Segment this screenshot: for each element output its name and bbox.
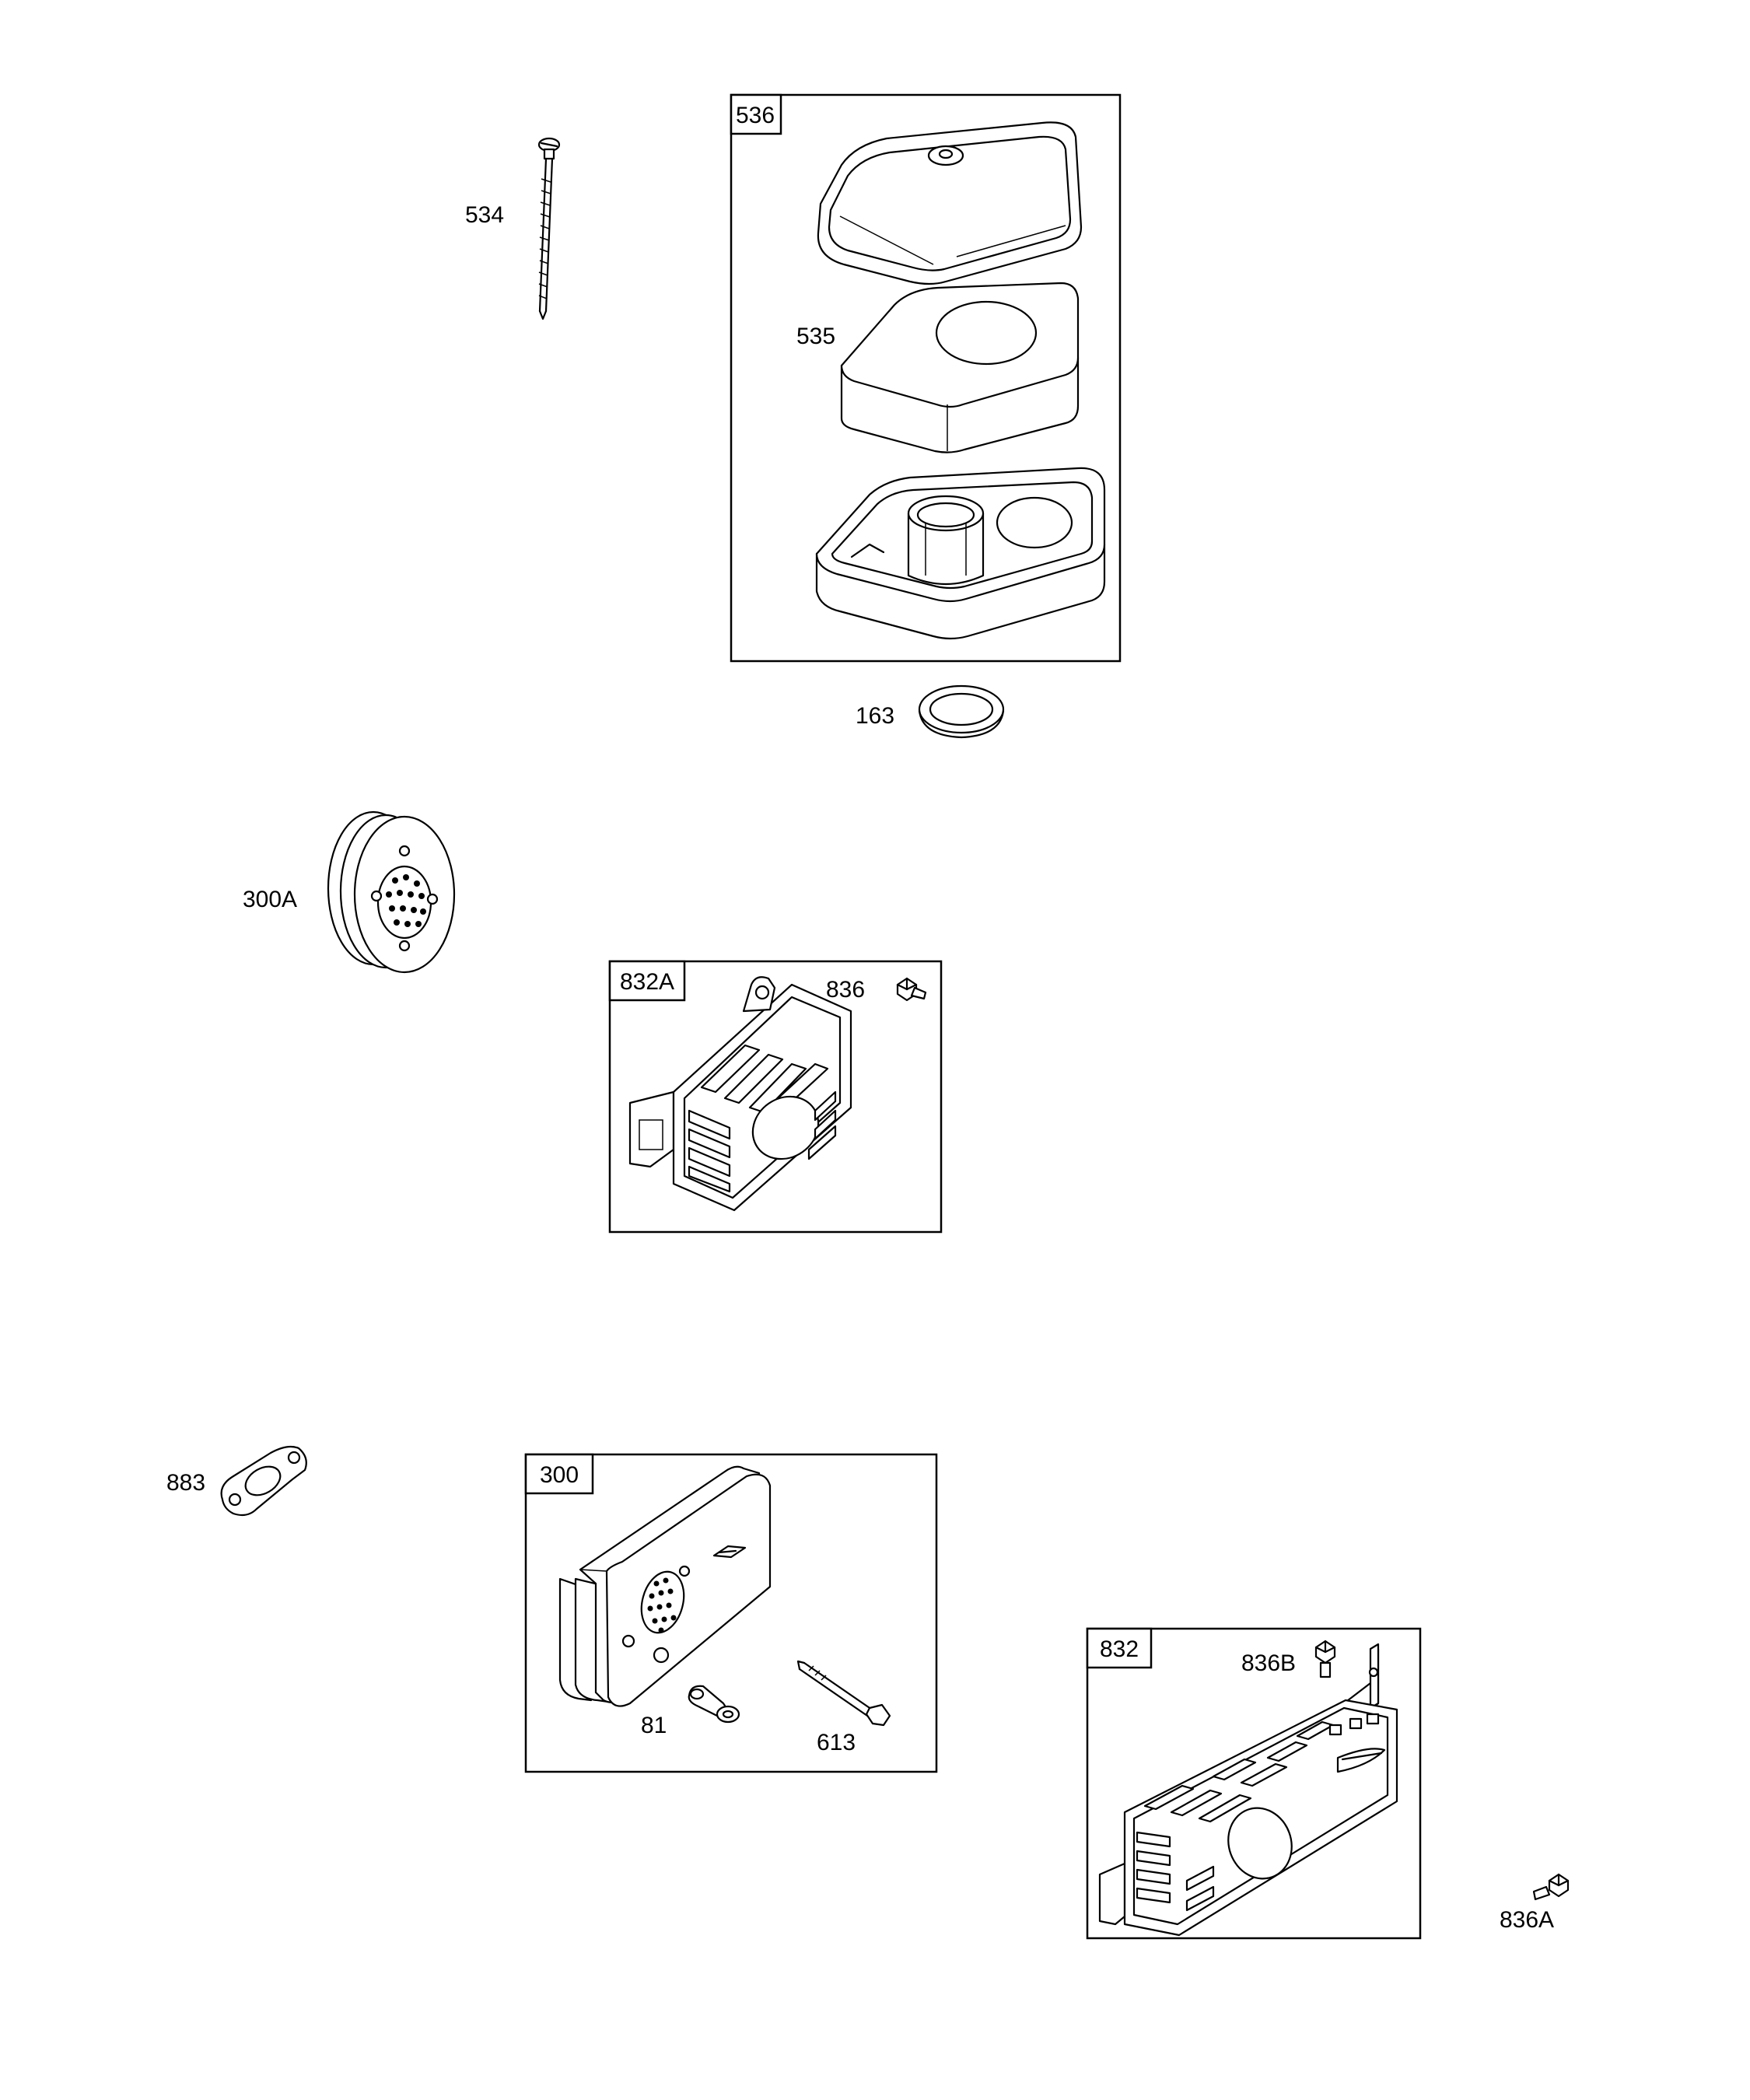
muffler-icon[interactable] (558, 1465, 772, 1707)
screw-icon[interactable] (896, 977, 927, 1002)
screw-icon[interactable] (688, 1685, 740, 1724)
assembly-box-300 (524, 1453, 938, 1773)
muffler-icon[interactable] (327, 810, 456, 974)
muffler-guard-icon[interactable] (628, 976, 852, 1212)
part-label-832A: 832A (620, 969, 674, 995)
part-label-535: 535 (796, 324, 835, 349)
long-bolt-icon[interactable] (796, 1660, 891, 1727)
part-label-883: 883 (166, 1470, 205, 1496)
part-label-836A: 836A (1500, 1907, 1554, 1933)
part-label-536: 536 (736, 103, 775, 128)
gasket-ring-icon[interactable] (918, 684, 1005, 739)
air-cleaner-base-icon[interactable] (815, 467, 1106, 640)
part-label-300A: 300A (243, 887, 297, 912)
part-label-832: 832 (1100, 1636, 1139, 1662)
part-label-163: 163 (856, 703, 894, 729)
assembly-tag-300 (524, 1453, 594, 1495)
part-label-300: 300 (540, 1462, 579, 1488)
assembly-tag-832 (1086, 1627, 1153, 1669)
part-label-613: 613 (817, 1730, 856, 1755)
air-filter-icon[interactable] (840, 282, 1080, 453)
long-bolt-icon[interactable] (537, 137, 561, 320)
assembly-box-536 (730, 93, 1122, 663)
part-label-836B: 836B (1241, 1650, 1296, 1676)
assembly-box-832 (1086, 1627, 1422, 1940)
air-cleaner-cover-icon[interactable] (817, 121, 1083, 285)
muffler-guard-icon[interactable] (1098, 1643, 1398, 1937)
part-label-836: 836 (826, 977, 865, 1003)
assembly-tag-536 (730, 93, 782, 135)
assembly-box-832A (608, 960, 943, 1234)
screw-icon[interactable] (1532, 1873, 1570, 1901)
screw-icon[interactable] (1314, 1640, 1336, 1678)
part-label-534: 534 (465, 202, 504, 228)
gasket-ring-icon[interactable] (220, 1445, 307, 1517)
assembly-tag-832A (608, 960, 686, 1002)
part-label-81: 81 (641, 1713, 667, 1738)
